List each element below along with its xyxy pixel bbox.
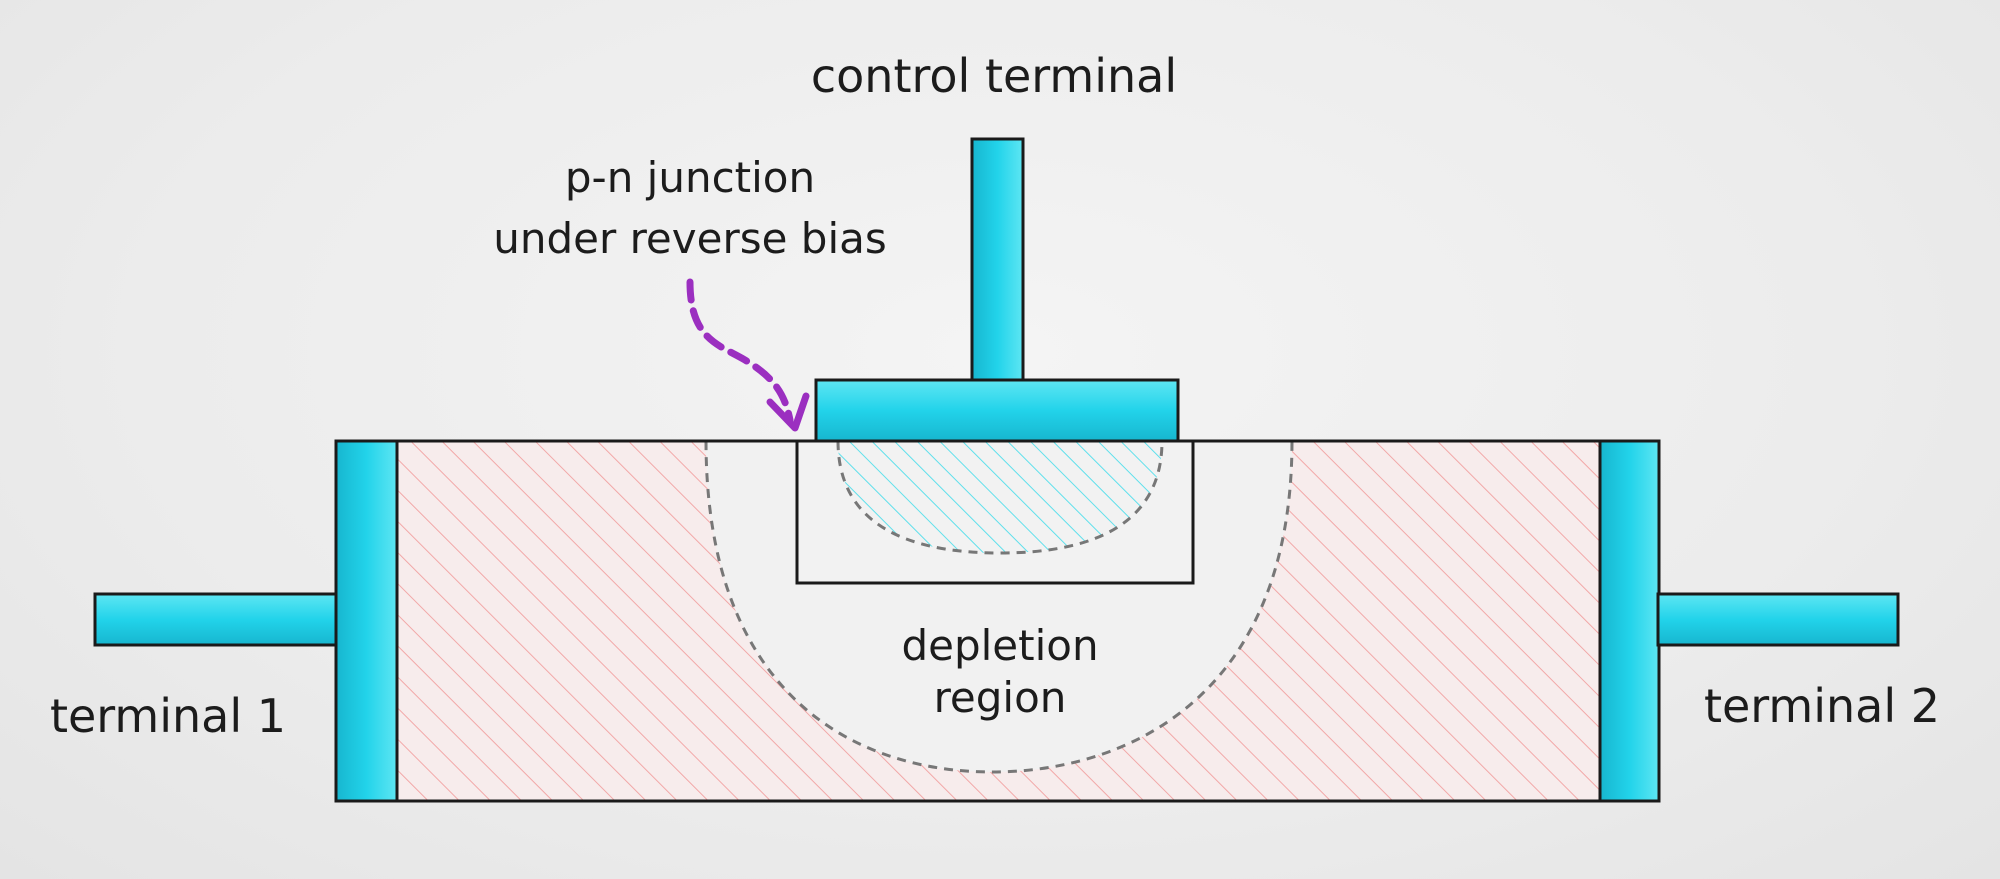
depletion-label-line1: depletion <box>901 621 1098 670</box>
control-terminal-contact <box>814 378 1180 443</box>
terminal-1-contact <box>334 439 399 803</box>
gate-depletion-area <box>838 441 1162 553</box>
terminal-1-label: terminal 1 <box>50 689 286 743</box>
depletion-boundary <box>704 440 1294 774</box>
control-terminal-label: control terminal <box>811 49 1177 103</box>
control-terminal-lead <box>970 137 1025 384</box>
depletion-label-line2: region <box>934 673 1067 722</box>
junction-label-line1: p-n junction <box>565 153 815 202</box>
terminal-1-lead <box>93 592 339 647</box>
junction-arrowhead-icon <box>766 392 810 432</box>
junction-label-line2: under reverse bias <box>493 214 887 263</box>
gate-depletion-boundary <box>836 440 1164 555</box>
terminal-2-label: terminal 2 <box>1704 679 1940 733</box>
terminal-2-contact <box>1598 439 1661 803</box>
junction-arrow <box>686 278 794 424</box>
terminal-2-lead <box>1656 592 1900 647</box>
